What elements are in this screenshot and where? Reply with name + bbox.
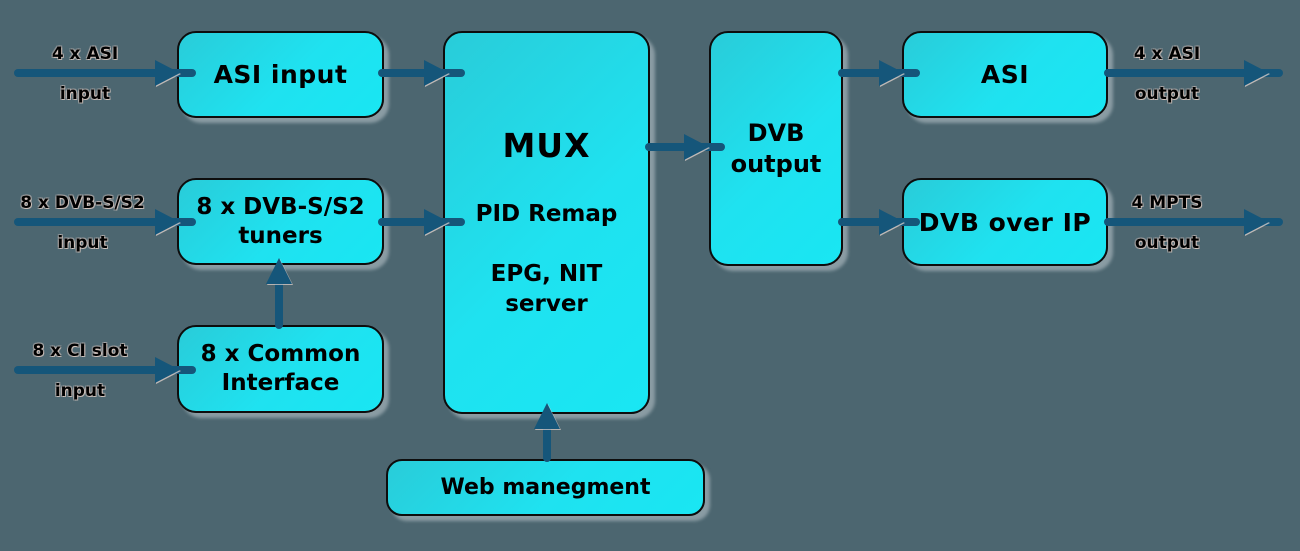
label-mpts-output: 4 MPTS output [1107,193,1227,253]
label-asi-input-line2: input [59,84,111,104]
arrow-shaft [14,69,196,77]
node-mux-feature-epg-nit-line1: EPG, NIT [490,261,603,287]
arrow-head-icon [424,60,449,86]
arrow-shaft [1104,218,1283,226]
label-asi-input: 4 x ASI input [5,44,165,104]
node-dvb-s2-tuners-label-line2: tuners [238,222,323,249]
label-ci-input: 8 x CI slot input [0,341,160,401]
arrow-dvb-output-to-dvb-over-ip [838,208,920,236]
node-mux-title: MUX [502,126,591,165]
label-ci-input-line1: 8 x CI slot [32,341,128,361]
label-ci-input-line2: input [54,381,106,401]
arrow-shaft [14,218,196,226]
arrow-head-icon [155,357,180,383]
node-asi-input: ASI input [177,31,384,118]
arrow-common-interface-to-tuners [265,258,293,329]
node-dvb-s2-tuners-label-line1: 8 x DVB-S/S2 [196,193,365,220]
label-asi-output-line1: 4 x ASI [1133,44,1201,64]
node-web-management: Web manegment [386,459,705,516]
arrow-shaft [378,218,465,226]
arrow-shaft [14,366,196,374]
arrow-head-icon [1244,209,1269,235]
arrow-mux-to-dvb-output [645,133,725,161]
node-dvb-output-label-line2: output [730,149,822,178]
arrow-asi-input-external [14,59,196,87]
arrow-web-management-to-mux [533,403,561,462]
arrow-head-icon [534,403,560,429]
node-asi-input-label: ASI input [213,60,348,89]
arrow-head-icon [424,209,449,235]
node-dvb-output-label-line1: DVB [747,118,805,147]
label-asi-output-line2: output [1134,84,1200,104]
label-dvb-input: 8 x DVB-S/S2 input [0,193,165,253]
arrow-mpts-output-external [1104,208,1283,236]
arrow-head-icon [155,209,180,235]
node-mux: MUX PID Remap EPG, NIT server [443,31,650,414]
arrow-head-icon [879,60,904,86]
node-web-management-label: Web manegment [440,475,651,500]
arrow-ci-input-external [14,356,196,384]
node-dvb-over-ip-label: DVB over IP [918,207,1092,237]
node-common-interface: 8 x Common Interface [177,325,384,413]
node-asi-label: ASI [980,60,1030,89]
arrow-shaft [275,276,283,329]
node-asi: ASI [902,31,1108,118]
label-asi-output: 4 x ASI output [1107,44,1227,104]
node-mux-feature-epg-nit: EPG, NIT server [445,259,648,319]
arrow-dvb-output-to-asi [838,59,920,87]
arrow-asi-output-external [1104,59,1283,87]
node-common-interface-label-line2: Interface [221,370,340,396]
label-dvb-input-line2: input [57,233,108,253]
label-dvb-input-line1: 8 x DVB-S/S2 [20,193,145,213]
arrow-head-icon [155,60,180,86]
arrow-shaft [543,421,551,462]
arrow-head-icon [266,258,292,284]
arrow-asi-input-to-mux [378,59,465,87]
arrow-dvb-input-external [14,208,196,236]
node-mux-feature-pid-remap: PID Remap [475,201,618,227]
arrow-head-icon [684,134,709,160]
node-dvb-s2-tuners: 8 x DVB-S/S2 tuners [177,178,384,265]
node-common-interface-label-line1: 8 x Common [200,341,361,367]
arrow-shaft [378,69,465,77]
arrow-shaft [1104,69,1283,77]
node-mux-feature-epg-nit-line2: server [505,291,588,317]
label-mpts-output-line2: output [1134,233,1200,253]
node-dvb-output: DVB output [709,31,843,266]
node-dvb-over-ip: DVB over IP [902,178,1108,266]
arrow-head-icon [879,209,904,235]
arrow-head-icon [1244,60,1269,86]
arrow-tuners-to-mux [378,208,465,236]
label-asi-input-line1: 4 x ASI [51,44,119,64]
label-mpts-output-line1: 4 MPTS [1131,193,1203,213]
